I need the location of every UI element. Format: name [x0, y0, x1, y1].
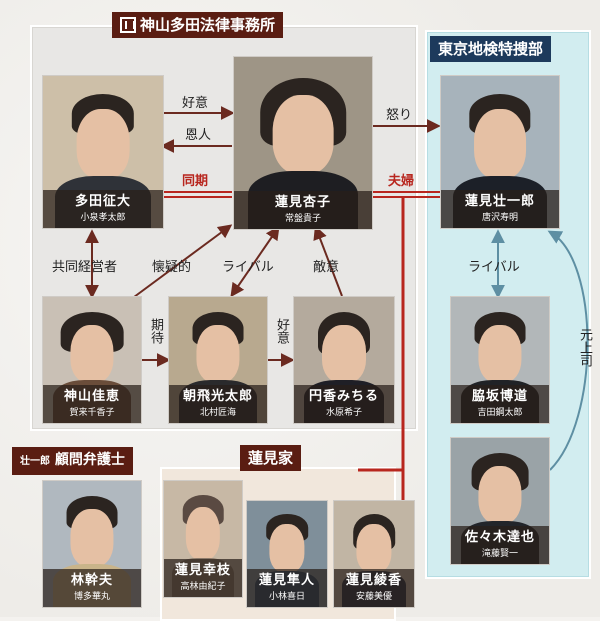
rel-rival1: ライバル: [222, 260, 274, 275]
name: 朝飛光太郎: [182, 389, 253, 404]
card-endo[interactable]: 円香みちる水原希子: [293, 296, 395, 424]
law-firm-label: 神山多田法律事務所: [112, 12, 284, 38]
rel-ikari: 怒り: [386, 108, 413, 123]
name: 脇坂博道: [471, 389, 528, 404]
firm-logo-icon: [120, 17, 136, 33]
rel-onjin: 恩人: [185, 128, 212, 143]
name: 蓮見壮一郎: [464, 194, 535, 209]
actor: 小泉孝太郎: [80, 213, 126, 223]
kaigi-arrow: [129, 224, 233, 301]
card-kyoko[interactable]: 蓮見杏子常盤貴子: [233, 56, 373, 230]
name: 蓮見綾香: [345, 573, 402, 588]
actor: 水原希子: [325, 408, 362, 418]
actor: 小林喜日: [268, 592, 305, 602]
actor: 北村匠海: [199, 408, 236, 418]
rel-kitai: 期待: [148, 318, 163, 344]
hasumi-family-label: 蓮見家: [240, 445, 302, 471]
name: 林幹夫: [70, 573, 113, 588]
name: 佐々木達也: [464, 530, 535, 545]
advisor-label: 壮一郎 顧問弁護士: [12, 447, 133, 475]
name: 円香みちる: [308, 389, 379, 404]
rel-fuufu: 夫婦: [388, 174, 415, 189]
tokyo-label: 東京地検特捜部: [430, 36, 552, 62]
tekii-arrow: [313, 225, 343, 297]
rel-douki: 同期: [182, 174, 209, 189]
actor: 安藤美優: [355, 592, 392, 602]
actor: 常盤貴子: [284, 214, 321, 224]
actor: 賀来千香子: [69, 408, 115, 418]
rel-tekii: 敵意: [313, 260, 340, 275]
card-soichiro[interactable]: 蓮見壮一郎唐沢寿明: [440, 75, 560, 229]
card-ayaka[interactable]: 蓮見綾香安藤美優: [333, 500, 415, 608]
name: 蓮見杏子: [274, 195, 331, 210]
rel-motojoushi: 元上司: [577, 328, 592, 367]
rel-koui: 好意: [182, 96, 209, 111]
name: 蓮見隼人: [258, 573, 315, 588]
name: 多田征大: [74, 194, 131, 209]
actor: 吉田鋼太郎: [477, 408, 523, 418]
card-tada[interactable]: 多田征大小泉孝太郎: [42, 75, 164, 229]
actor: 博多華丸: [73, 592, 110, 602]
actor: 高林由紀子: [180, 582, 226, 592]
rel-rival2: ライバル: [468, 260, 520, 275]
name: 神山佳恵: [63, 389, 120, 404]
name: 蓮見幸枝: [174, 563, 231, 578]
card-sasaki[interactable]: 佐々木達也滝藤賢一: [450, 437, 550, 565]
rel-kyoudou: 共同経営者: [52, 260, 118, 275]
card-asahi[interactable]: 朝飛光太郎北村匠海: [168, 296, 268, 424]
rel-koui2: 好意: [274, 318, 289, 344]
actor: 唐沢寿明: [481, 213, 518, 223]
rel-kaigi: 懐疑的: [152, 260, 192, 275]
card-kamiyama[interactable]: 神山佳恵賀来千香子: [42, 296, 142, 424]
card-yukie[interactable]: 蓮見幸枝高林由紀子: [163, 480, 243, 598]
rival1-arrow: [230, 225, 280, 298]
actor: 滝藤賢一: [481, 549, 518, 559]
card-hayato[interactable]: 蓮見隼人小林喜日: [246, 500, 328, 608]
card-hayashi[interactable]: 林幹夫博多華丸: [42, 480, 142, 608]
card-wakisaka[interactable]: 脇坂博道吉田鋼太郎: [450, 296, 550, 424]
motojoushi-arrow: [547, 230, 589, 471]
